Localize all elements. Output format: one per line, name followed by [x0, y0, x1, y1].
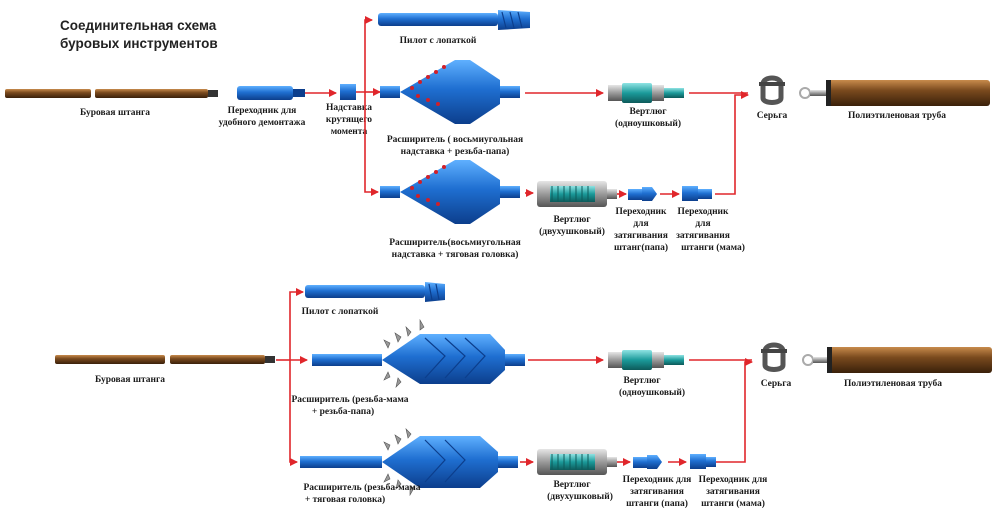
top-pull-adapter-male-label-3: затягивания: [614, 231, 668, 241]
top-reamer-2-label-1: Расширитель(восьмиугольная: [389, 237, 521, 248]
top-swivel-double-label-1: Вертлюг: [553, 215, 591, 225]
bottom-pull-adapter-female-label-2: затягивания: [706, 487, 760, 497]
bottom-pull-adapter-female-label-1: Переходник для: [699, 475, 768, 485]
bottom-pe-pipe-label: Полиэтиленовая труба: [844, 378, 942, 389]
bottom-adapter-arrows: [617, 358, 753, 466]
top-pull-adapter-male-label-1: Переходник: [615, 207, 667, 217]
top-reamer-2: [380, 160, 520, 224]
top-swivel-single-label-1: Вертлюг: [629, 107, 667, 117]
top-adapter-label-2: удобного демонтажа: [219, 117, 306, 128]
top-pilot-bit: [378, 10, 530, 30]
top-drill-rod-label: Буровая штанга: [80, 108, 150, 118]
top-swivel-double-label-2: (двухушковый): [539, 226, 605, 237]
bottom-shackle: [761, 342, 814, 372]
top-swivel-single: [608, 83, 684, 103]
bottom-pull-adapter-male: [633, 455, 662, 469]
bottom-reamer-1-label-1: Расширитель (резьба-мама: [291, 394, 408, 405]
top-torque-sub: [340, 84, 356, 100]
bottom-swivel-double-label-1: Вертлюг: [553, 480, 591, 490]
bottom-branch-arrows: [276, 288, 308, 466]
bottom-pe-pipe: [813, 347, 992, 373]
bottom-swivel-double-label-2: (двухушковый): [547, 491, 613, 502]
top-pe-pipe: [810, 80, 990, 106]
top-adapter-label-1: Переходник для: [228, 106, 297, 116]
top-pilot-label: Пилот с лопаткой: [400, 35, 477, 46]
bottom-shackle-label: Серьга: [761, 379, 792, 389]
top-pull-adapter-female-label-3: затягивания: [676, 231, 730, 241]
bottom-pull-adapter-female-label-3: штанги (мама): [701, 498, 765, 509]
top-reamer-1-label-2: надставка + резьба-папа): [401, 146, 510, 157]
bottom-pull-adapter-male-label-3: штанги (папа): [626, 498, 688, 509]
bottom-reamer-2-label-2: + тяговая головка): [305, 494, 385, 505]
diagram-title-line2: буровых инструментов: [60, 36, 218, 51]
top-shackle: [759, 75, 811, 105]
top-pull-adapter-female-label-2: для: [695, 219, 710, 229]
top-swivel-double: [537, 181, 617, 207]
bottom-pull-adapter-male-label-1: Переходник для: [623, 475, 692, 485]
bottom-swivel-single-label-1: Вертлюг: [623, 376, 661, 386]
top-pe-pipe-label: Полиэтиленовая труба: [848, 110, 946, 121]
bottom-pull-adapter-male-label-2: затягивания: [630, 487, 684, 497]
top-torque-sub-label-3: момента: [331, 127, 368, 137]
top-pull-adapter-female: [682, 186, 712, 201]
diagram-title-line1: Соединительная схема: [60, 18, 217, 33]
top-pull-adapter-male: [628, 187, 657, 201]
bottom-swivel-double: [537, 449, 617, 475]
top-adapter-arrows: [617, 91, 749, 198]
top-swivel-single-label-2: (одноушковый): [615, 118, 681, 129]
top-reamer-2-label-2: надставка + тяговая головка): [392, 249, 519, 260]
top-pull-adapter-male-label-2: для: [633, 219, 648, 229]
bottom-pilot-bit: [305, 282, 445, 302]
bottom-drill-rod: [55, 355, 275, 364]
top-torque-sub-label-2: крутящего: [326, 115, 372, 125]
top-adapter: [237, 86, 305, 100]
bottom-reamer-1: [312, 318, 525, 388]
top-pull-adapter-female-label-4: штанги (мама): [681, 242, 745, 253]
bottom-pull-adapter-female: [690, 454, 716, 469]
top-shackle-label: Серьга: [757, 111, 788, 121]
top-reamer-1: [380, 60, 520, 124]
top-pull-adapter-male-label-4: штанг(папа): [614, 242, 668, 253]
top-branch-arrows: [305, 16, 381, 196]
bottom-reamer-2: [300, 428, 518, 497]
top-drill-rod: [5, 89, 218, 98]
top-swivel-arrows: [525, 89, 604, 197]
top-torque-sub-label-1: Надставка: [326, 103, 372, 113]
top-reamer-1-label-1: Расширитель ( восьмиугольная: [387, 134, 523, 145]
bottom-pilot-label: Пилот с лопаткой: [302, 306, 379, 317]
bottom-swivel-single-label-2: (одноушковый): [619, 387, 685, 398]
bottom-drill-rod-label: Буровая штанга: [95, 375, 165, 385]
bottom-reamer-1-label-2: + резьба-папа): [312, 406, 374, 417]
bottom-swivel-single: [608, 350, 684, 370]
bottom-swivel-arrows: [520, 356, 604, 466]
bottom-reamer-2-label-1: Расширитель (резьба-мама: [303, 482, 420, 493]
top-pull-adapter-female-label-1: Переходник: [677, 207, 729, 217]
